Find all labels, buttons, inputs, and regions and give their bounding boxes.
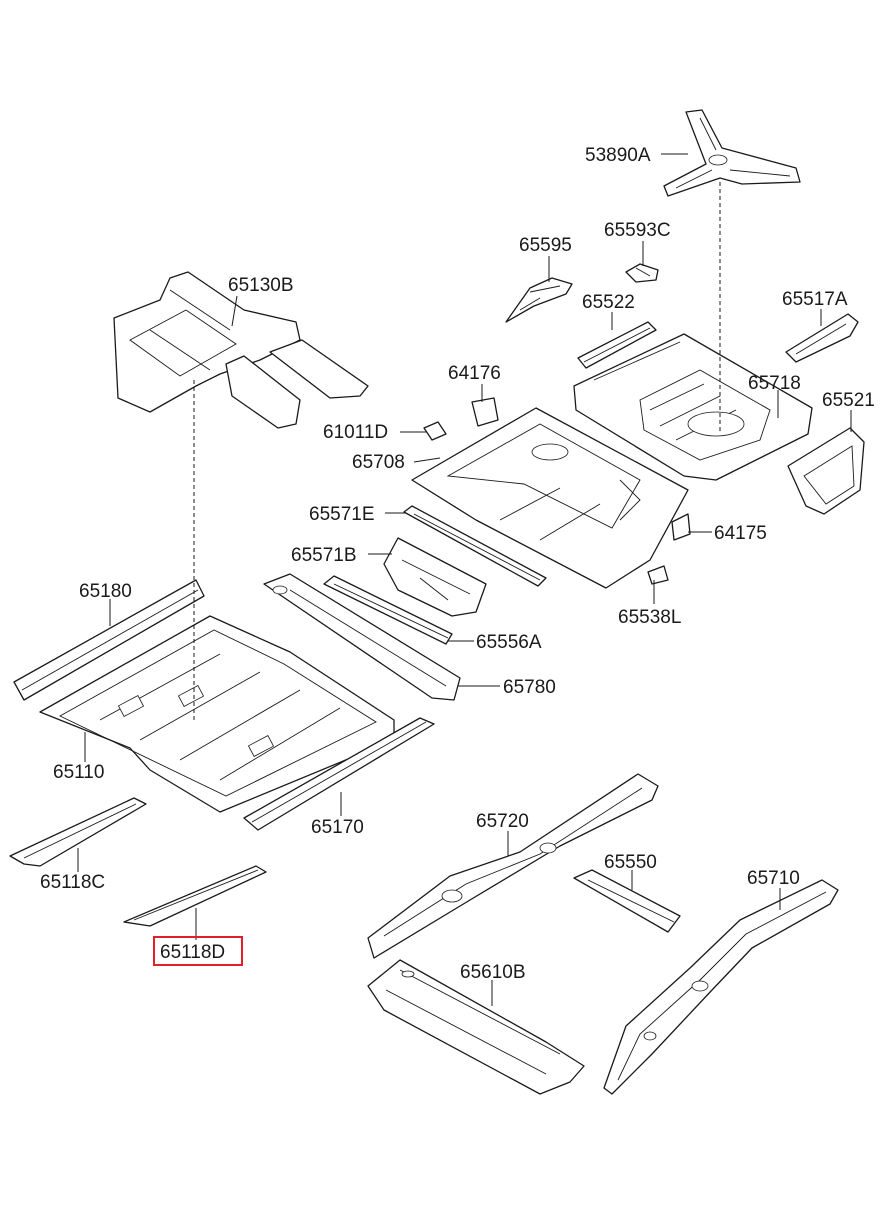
- label-65522[interactable]: 65522: [582, 292, 635, 313]
- label-65130B[interactable]: 65130B: [228, 275, 294, 296]
- part-65571B-drawing[interactable]: [383, 537, 487, 617]
- label-53890A[interactable]: 53890A: [585, 145, 651, 166]
- part-65593C-drawing[interactable]: [625, 263, 659, 283]
- part-65110-drawing[interactable]: [39, 615, 395, 813]
- part-65710-drawing[interactable]: [603, 879, 839, 1095]
- label-61011D[interactable]: 61011D: [323, 422, 388, 443]
- label-65556A[interactable]: 65556A: [476, 632, 542, 653]
- label-65595[interactable]: 65595: [519, 235, 572, 256]
- part-labels: 53890A 65595 65593C 65130B 65522 65517A …: [40, 145, 875, 983]
- label-64175[interactable]: 64175: [714, 523, 767, 544]
- label-65571B[interactable]: 65571B: [291, 545, 357, 566]
- part-65118C-drawing[interactable]: [9, 797, 147, 867]
- part-65595-drawing[interactable]: [505, 277, 573, 323]
- highlight-box-65118D: [153, 936, 243, 966]
- label-65708[interactable]: 65708: [352, 452, 405, 473]
- label-65710[interactable]: 65710: [747, 868, 800, 889]
- label-65718[interactable]: 65718: [748, 373, 801, 394]
- part-65571E-drawing[interactable]: [403, 505, 547, 587]
- part-65720-drawing[interactable]: [367, 773, 659, 959]
- label-65538L[interactable]: 65538L: [618, 607, 681, 628]
- label-65550[interactable]: 65550: [604, 852, 657, 873]
- part-65170-drawing[interactable]: [243, 717, 435, 831]
- part-65718-drawing[interactable]: [573, 333, 813, 481]
- part-65521-drawing[interactable]: [787, 427, 865, 515]
- label-65118D[interactable]: 65118D: [160, 942, 225, 963]
- label-65517A[interactable]: 65517A: [782, 289, 848, 310]
- label-65521[interactable]: 65521: [822, 390, 875, 411]
- label-65593C[interactable]: 65593C: [604, 220, 671, 241]
- part-65180-drawing[interactable]: [13, 579, 205, 701]
- label-65571E[interactable]: 65571E: [309, 504, 375, 525]
- label-65610B[interactable]: 65610B: [460, 962, 526, 983]
- label-65110[interactable]: 65110: [53, 762, 104, 783]
- label-65780[interactable]: 65780: [503, 677, 556, 698]
- part-65130B-drawing[interactable]: [113, 271, 369, 429]
- part-65780-drawing[interactable]: [263, 573, 461, 701]
- label-65170[interactable]: 65170: [311, 817, 364, 838]
- label-65118C[interactable]: 65118C: [40, 872, 105, 893]
- label-65180[interactable]: 65180: [79, 581, 132, 602]
- part-65556A-drawing[interactable]: [323, 575, 453, 645]
- part-64176-drawing[interactable]: [471, 397, 499, 427]
- leader-lines: [77, 153, 852, 1006]
- part-65522-drawing[interactable]: [577, 321, 657, 369]
- label-64176[interactable]: 64176: [448, 363, 501, 384]
- part-61011D-drawing[interactable]: [423, 421, 447, 441]
- part-65550-drawing[interactable]: [573, 869, 681, 933]
- part-53890A-drawing[interactable]: [663, 109, 801, 197]
- part-65517A-drawing[interactable]: [785, 313, 859, 363]
- label-65720[interactable]: 65720: [476, 811, 529, 832]
- part-65538L-drawing[interactable]: [647, 565, 669, 585]
- part-65708-drawing[interactable]: [411, 407, 689, 589]
- part-64175-drawing[interactable]: [671, 513, 691, 541]
- part-65610B-drawing[interactable]: [367, 959, 585, 1095]
- part-65118D-drawing[interactable]: [123, 865, 267, 927]
